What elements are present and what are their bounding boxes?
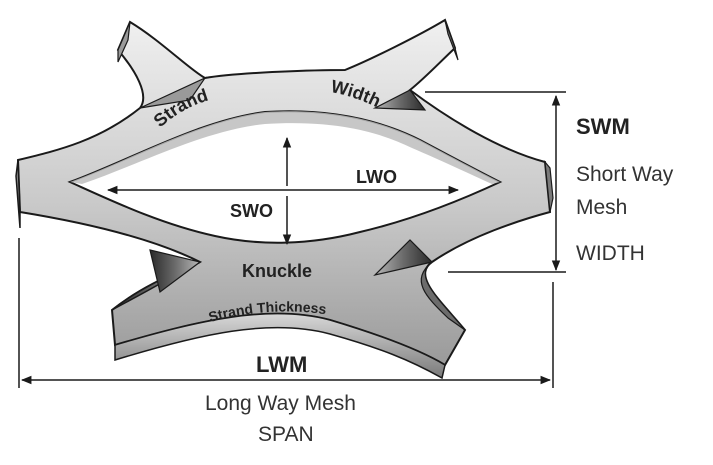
swo-label: SWO [230,201,273,221]
knuckle-label: Knuckle [242,261,312,281]
width-dim-label: WIDTH [576,242,645,265]
opening-inner-shadow-top [70,111,500,184]
dimension-lines [18,91,566,388]
span-label: SPAN [258,423,314,446]
short-way-line1: Short Way [576,163,674,186]
mesh-left-edge [15,159,21,229]
left-knuckle-wedge [149,249,202,294]
right-knuckle-wedge [373,239,434,277]
right-lower-notch [420,261,466,331]
mesh-topright-edge [444,19,459,61]
lwo-label: LWO [356,167,397,187]
lwm-label: LWM [256,352,307,377]
mesh-shape [15,18,554,380]
short-way-line2: Mesh [576,196,627,219]
swm-label: SWM [576,114,630,139]
mesh-topleft-edge [117,21,131,63]
top-left-notch [139,76,207,109]
mesh-bottom-edge [114,312,446,380]
top-right-notch [372,89,427,111]
long-way-mesh-label: Long Way Mesh [205,392,356,415]
